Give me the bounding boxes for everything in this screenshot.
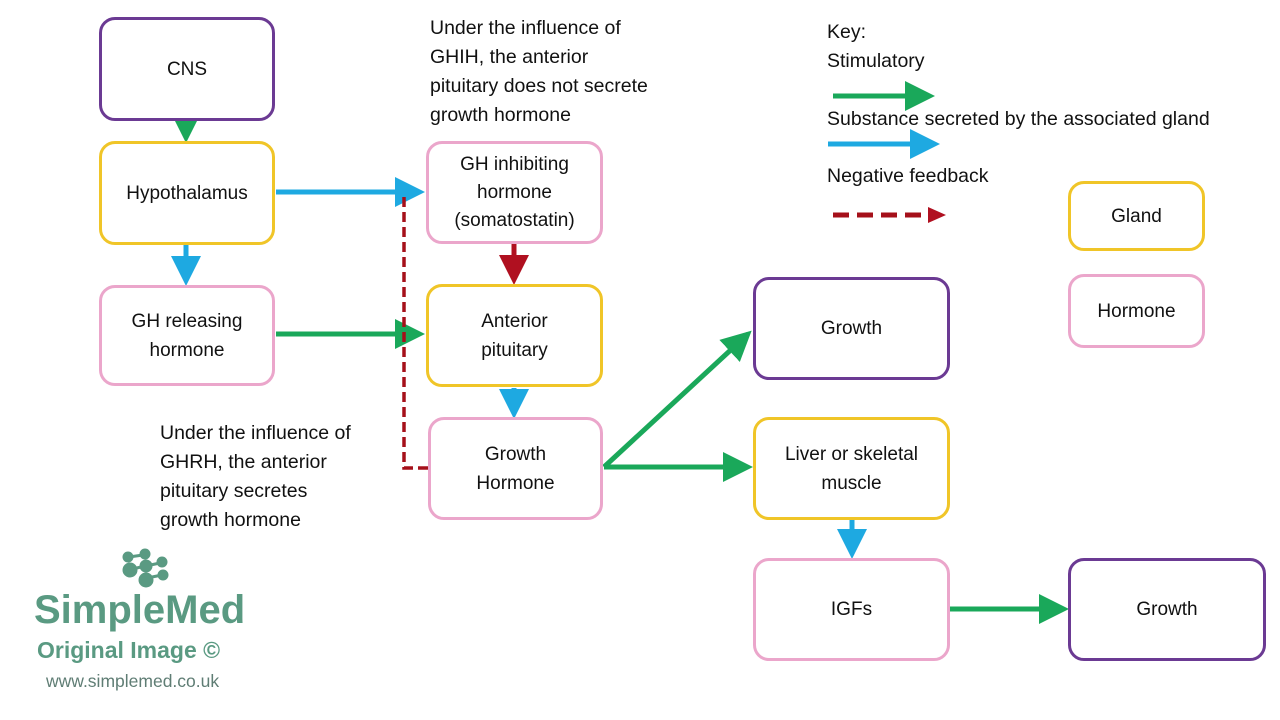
logo-molecule-icon bbox=[122, 548, 169, 588]
node-growth-hormone: Growth Hormone bbox=[428, 417, 603, 520]
key-hormone-box: Hormone bbox=[1068, 274, 1205, 348]
key-gland-box: Gland bbox=[1068, 181, 1205, 251]
node-liver-label-2: muscle bbox=[821, 472, 882, 494]
node-cns-label: CNS bbox=[166, 58, 208, 80]
logo-url: www.simplemed.co.uk bbox=[46, 671, 220, 691]
key-gland-label: Gland bbox=[1111, 205, 1162, 227]
node-pituitary-label-1: Anterior bbox=[481, 310, 548, 332]
node-cns: CNS bbox=[99, 17, 275, 121]
annotation-ghih-line: pituitary does not secrete bbox=[430, 75, 648, 97]
node-ghrh: GH releasing hormone bbox=[99, 285, 275, 386]
node-ghih-label-3: (somatostatin) bbox=[454, 209, 575, 231]
node-anterior-pituitary: Anterior pituitary bbox=[426, 284, 603, 387]
key-negative-arrowhead bbox=[928, 207, 946, 223]
node-igfs: IGFs bbox=[753, 558, 950, 661]
node-hypothalamus-label: Hypothalamus bbox=[126, 182, 248, 204]
key-title: Key: bbox=[827, 21, 867, 43]
node-ghih-label-2: hormone bbox=[477, 181, 552, 203]
annotation-ghih-line: growth hormone bbox=[430, 104, 571, 126]
arrow-gh-growth bbox=[602, 330, 752, 469]
annotation-ghih-line: Under the influence of bbox=[430, 17, 621, 39]
node-growth-direct-label: Growth bbox=[820, 318, 883, 339]
node-hypothalamus: Hypothalamus bbox=[99, 141, 275, 245]
logo-subtitle: Original Image © bbox=[37, 637, 221, 663]
annotation-ghrh: Under the influence of GHRH, the anterio… bbox=[160, 419, 351, 535]
node-liver-label-1: Liver or skeletal bbox=[784, 443, 919, 465]
node-ghih: GH inhibiting hormone (somatostatin) bbox=[426, 141, 603, 244]
key-secreted-label: Substance secreted by the associated gla… bbox=[827, 108, 1210, 130]
node-ghrh-label-2: hormone bbox=[149, 339, 225, 361]
key-negative-label: Negative feedback bbox=[827, 165, 989, 187]
node-gh-label-1: Growth bbox=[484, 443, 547, 465]
node-growth-igf-label: Growth bbox=[1136, 599, 1198, 620]
key-stimulatory-label: Stimulatory bbox=[827, 50, 925, 72]
node-ghih-label-1: GH inhibiting bbox=[460, 153, 569, 175]
annotation-ghrh-line: pituitary secretes bbox=[160, 480, 308, 502]
logo-brand: SimpleMed bbox=[34, 588, 246, 632]
annotation-ghrh-line: Under the influence of bbox=[160, 422, 351, 444]
node-ghrh-label-1: GH releasing bbox=[131, 310, 243, 332]
annotation-ghrh-line: GHRH, the anterior bbox=[160, 451, 327, 473]
annotation-ghih: Under the influence of GHIH, the anterio… bbox=[430, 14, 648, 130]
node-growth-direct: Growth bbox=[753, 277, 950, 380]
annotation-ghrh-line: growth hormone bbox=[160, 509, 301, 531]
annotation-ghih-line: GHIH, the anterior bbox=[430, 46, 589, 68]
key-hormone-label: Hormone bbox=[1097, 300, 1176, 322]
node-liver-muscle: Liver or skeletal muscle bbox=[753, 417, 950, 520]
arrow-negative-feedback bbox=[402, 194, 428, 470]
node-growth-igf: Growth bbox=[1068, 558, 1266, 661]
node-igfs-label: IGFs bbox=[830, 599, 873, 620]
node-pituitary-label-2: pituitary bbox=[481, 339, 548, 361]
node-gh-label-2: Hormone bbox=[476, 472, 555, 494]
